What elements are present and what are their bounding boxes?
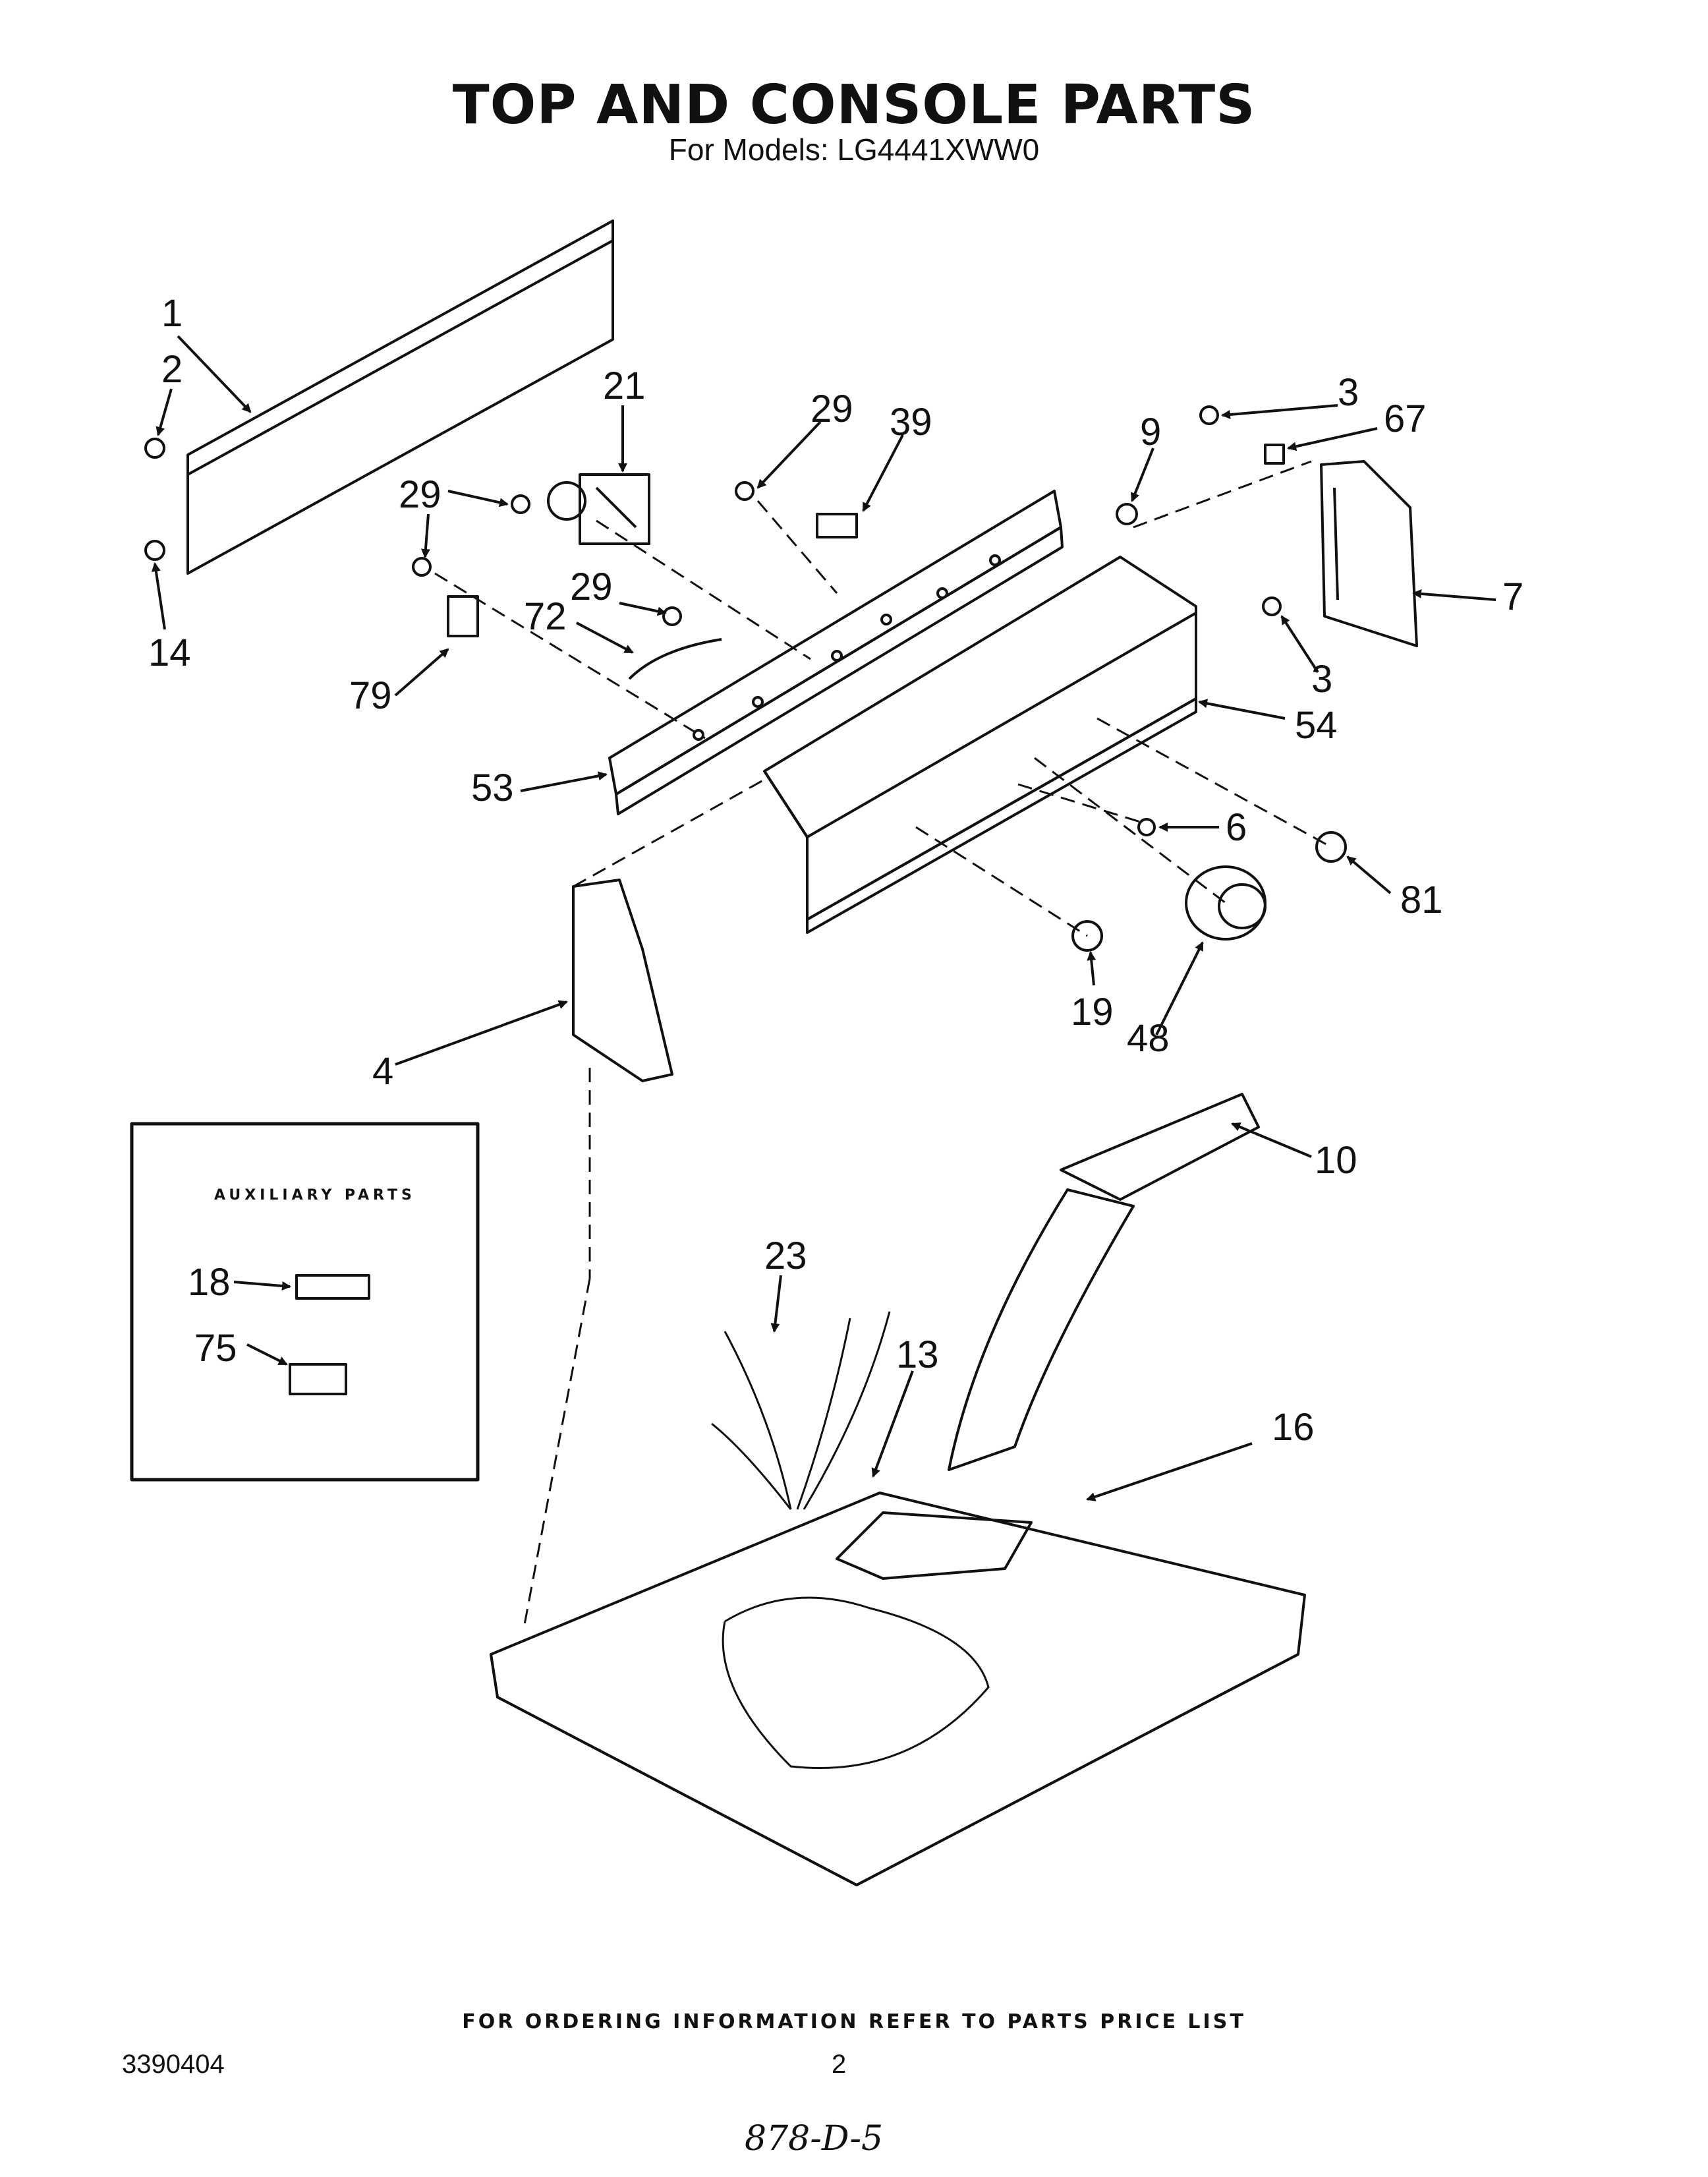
callout-10: 10 [1315, 1139, 1357, 1182]
callout-67: 67 [1384, 397, 1427, 440]
callout-53: 53 [471, 767, 514, 809]
bumper-19 [1071, 920, 1103, 952]
ordering-note: FOR ORDERING INFORMATION REFER TO PARTS … [462, 2010, 1246, 2033]
control-plate [608, 490, 1064, 815]
dryer-top [490, 1492, 1306, 1886]
bumper-81 [1315, 831, 1347, 863]
timer [547, 473, 650, 545]
handwritten-note: 878-D-5 [745, 2119, 884, 2159]
callout-54: 54 [1295, 704, 1338, 747]
back-panel [186, 219, 614, 575]
control-knob [1185, 865, 1267, 941]
callout-9: 9 [1140, 411, 1161, 453]
callout-6: 6 [1226, 806, 1247, 849]
right-end-cap [1320, 460, 1418, 647]
page-title: TOP AND CONSOLE PARTS [452, 74, 1256, 136]
lead-wire [628, 638, 722, 680]
callout-75: 75 [194, 1327, 237, 1370]
callout-81: 81 [1400, 879, 1443, 921]
callout-14: 14 [148, 631, 191, 674]
auxiliary-parts-box [130, 1122, 480, 1482]
model-subtitle: For Models: LG4441XWW0 [668, 132, 1040, 167]
callout-39: 39 [890, 401, 932, 444]
switch-79 [447, 595, 479, 637]
lint-duct [948, 1093, 1260, 1471]
document-number: 3390404 [122, 2050, 225, 2079]
callout-29a: 29 [811, 388, 853, 430]
connector-75 [289, 1363, 347, 1395]
callout-13: 13 [896, 1333, 939, 1376]
push-button [1116, 503, 1138, 525]
callout-19: 19 [1071, 991, 1114, 1033]
callout-1: 1 [161, 292, 183, 335]
page-number: 2 [832, 2050, 847, 2079]
lamp-socket [816, 513, 858, 538]
callout-3b: 3 [1311, 658, 1332, 701]
callout-48: 48 [1127, 1017, 1170, 1060]
callout-79: 79 [349, 674, 392, 717]
callout-labels: 1 2 14 21 29 39 29 29 72 79 53 9 3 67 7 … [148, 292, 1523, 1449]
callout-72: 72 [524, 595, 567, 638]
callout-29c: 29 [570, 566, 613, 608]
clip-67 [1264, 444, 1285, 465]
console-front [763, 556, 1197, 934]
callout-3a: 3 [1338, 371, 1359, 414]
terminal-18 [295, 1274, 370, 1300]
callout-16: 16 [1272, 1406, 1315, 1449]
callout-23: 23 [764, 1234, 807, 1277]
callout-4: 4 [372, 1050, 393, 1093]
callout-18: 18 [188, 1261, 231, 1304]
left-end-cap [572, 879, 673, 1082]
hardware-screws [144, 405, 1282, 836]
callout-2: 2 [161, 348, 183, 391]
callout-7: 7 [1502, 575, 1523, 618]
auxiliary-parts-title: AUXILIARY PARTS [214, 1187, 416, 1204]
callout-29b: 29 [399, 473, 441, 516]
callout-21: 21 [603, 364, 646, 407]
wiring-harness [711, 1311, 990, 1769]
